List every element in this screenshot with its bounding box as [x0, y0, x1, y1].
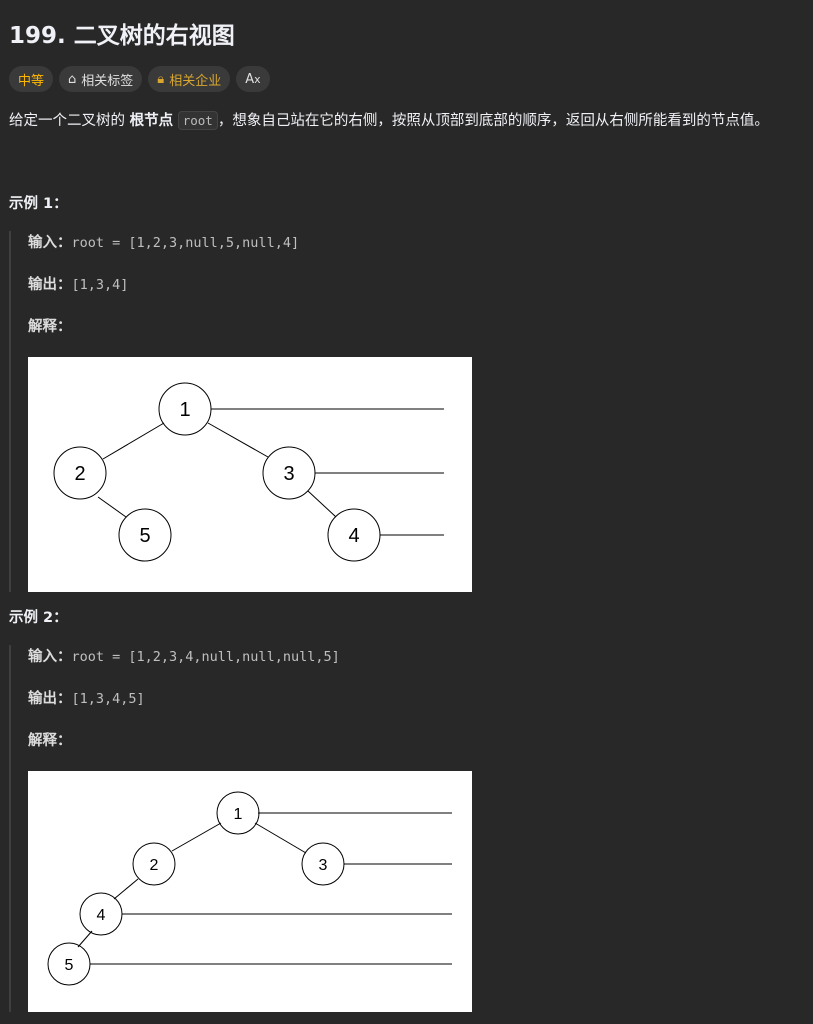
node-label: 3	[283, 463, 294, 485]
example-1-title: 示例 1：	[9, 196, 68, 212]
tree-node	[216, 791, 260, 835]
tree-node	[47, 942, 91, 986]
node-label: 1	[234, 806, 243, 823]
difficulty-label: 中等	[18, 73, 45, 89]
example-2: 输入：root = [1,2,3,4,null,null,null,5] 输出：…	[9, 645, 804, 1012]
tree-node	[79, 892, 123, 936]
explain-label: 解释：	[28, 733, 72, 749]
explain-label: 解释：	[28, 319, 72, 335]
example-1: 输入：root = [1,2,3,null,5,null,4] 输出：[1,3,…	[9, 231, 804, 592]
tree-diagram-1: 1 2 3 5 4	[28, 357, 472, 592]
page-title: 199. 二叉树的右视图	[9, 23, 235, 49]
node-label: 5	[65, 957, 74, 974]
node-label: 4	[97, 907, 106, 924]
font-button[interactable]: Ax	[236, 66, 270, 92]
desc-text: 给定一个二叉树的	[9, 113, 130, 129]
example-output: [1,3,4,5]	[71, 691, 145, 707]
desc-bold: 根节点	[129, 113, 174, 129]
input-label: 输入：	[28, 235, 72, 251]
difficulty-badge[interactable]: 中等	[9, 66, 54, 92]
example-output: [1,3,4]	[71, 277, 129, 293]
node-label: 1	[179, 399, 190, 421]
companies-button[interactable]: 🔒︎相关企业	[148, 66, 231, 92]
topics-label: 相关标签	[81, 73, 134, 89]
tree-node	[118, 508, 172, 562]
example-2-title: 示例 2：	[9, 610, 68, 626]
tag-icon: ⌂	[68, 71, 77, 87]
problem-description: 给定一个二叉树的 根节点 root，想象自己站在它的右侧，按照从顶部到底部的顺序…	[9, 110, 804, 132]
example-input: root = [1,2,3,null,5,null,4]	[71, 235, 300, 251]
lock-icon: 🔒︎	[157, 71, 165, 87]
desc-code: root	[177, 111, 218, 130]
output-label: 输出：	[28, 691, 72, 707]
tree-node	[262, 446, 316, 500]
desc-text-2: ，想象自己站在它的右侧，按照从顶部到底部的顺序，返回从右侧所能看到的节点值。	[217, 113, 769, 129]
tree-node	[132, 842, 176, 886]
translate-icon: Ax	[245, 71, 261, 87]
node-label: 2	[150, 857, 159, 874]
tree-node	[327, 508, 381, 562]
input-label: 输入：	[28, 649, 72, 665]
node-label: 3	[319, 857, 328, 874]
tree-node	[301, 842, 345, 886]
topics-button[interactable]: ⌂相关标签	[59, 66, 143, 92]
tree-diagram-2: 1 2 3 4 5	[28, 771, 472, 1012]
tree-node	[53, 446, 107, 500]
companies-label: 相关企业	[169, 73, 222, 89]
node-label: 5	[139, 525, 150, 547]
node-label: 4	[348, 525, 359, 547]
example-input: root = [1,2,3,4,null,null,null,5]	[71, 649, 340, 665]
output-label: 输出：	[28, 277, 72, 293]
tree-node	[158, 382, 212, 436]
node-label: 2	[74, 463, 85, 485]
